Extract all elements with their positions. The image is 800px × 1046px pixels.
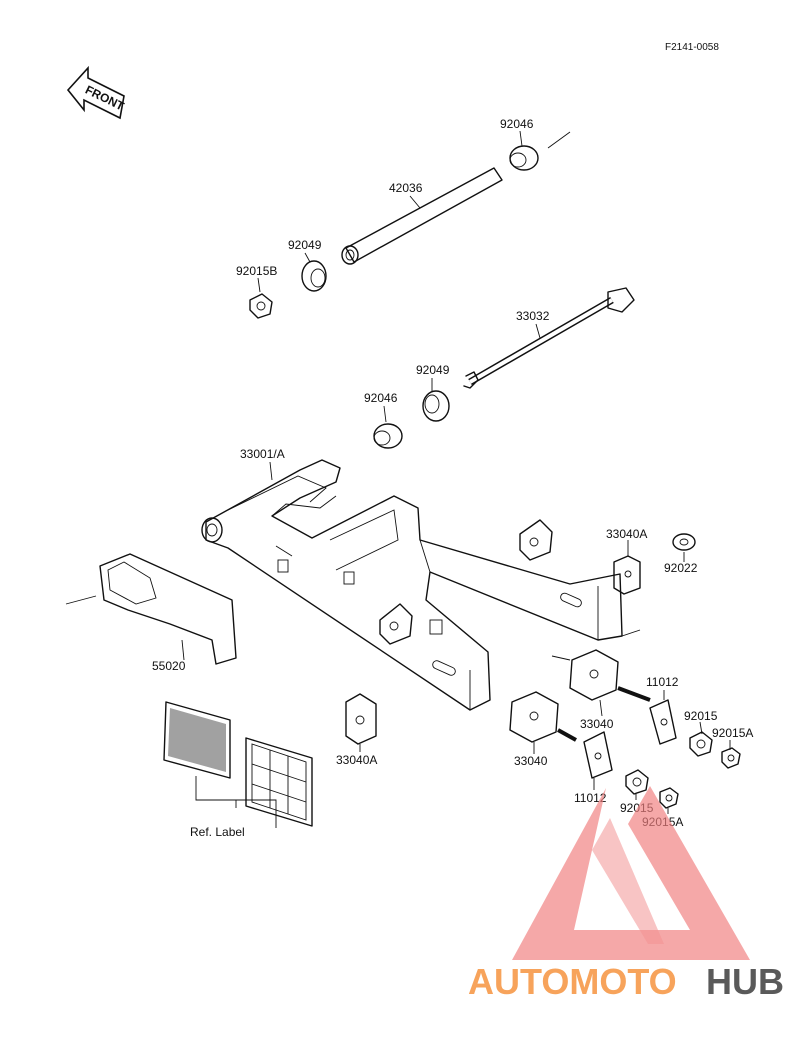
part-label-33032: 33032 [516, 309, 550, 323]
part-label-33040a-a: 33040A [606, 527, 647, 541]
automotohub-watermark-logo [512, 786, 750, 960]
reference-label-right [245, 737, 313, 827]
part-label-42036: 42036 [389, 181, 423, 195]
oil-seal-top [301, 260, 327, 292]
part-label-55020: 55020 [152, 659, 186, 673]
needle-bearing-lower [373, 423, 403, 449]
nut-92015-lower [625, 769, 649, 795]
adjuster-plate-upper [649, 699, 677, 745]
chain-adjuster-upper [551, 649, 651, 702]
part-label-33040-b: 33040 [514, 754, 548, 768]
part-label-11012-a: 11012 [646, 675, 679, 689]
part-label-11012-b: 11012 [574, 791, 607, 805]
swingarm-body [201, 459, 641, 711]
ref-label-text: Ref. Label [190, 825, 245, 839]
pivot-shaft [463, 287, 635, 389]
part-label-92015a-a: 92015A [712, 726, 753, 740]
nut-92015a-upper [721, 747, 741, 769]
part-label-92015b: 92015B [236, 264, 277, 278]
figure-code: F2141-0058 [665, 42, 719, 53]
chain-cover [65, 553, 237, 665]
watermark-text-automoto: AUTOMOTO [468, 961, 677, 1002]
part-label-92049-b: 92049 [416, 363, 450, 377]
pivot-sleeve [341, 167, 503, 265]
part-label-33001a: 33001/A [240, 447, 285, 461]
part-label-92022: 92022 [664, 561, 698, 575]
reference-label-left [163, 701, 231, 779]
oil-seal-lower [422, 390, 450, 422]
needle-bearing-top [509, 131, 571, 171]
part-label-92046-a: 92046 [500, 117, 534, 131]
nut-92015b [249, 293, 273, 319]
front-arrow-icon: FRONT [66, 65, 127, 120]
watermark-text-hub: HUB [706, 961, 784, 1002]
chain-adjuster-lower [509, 691, 577, 743]
part-label-92049-a: 92049 [288, 238, 322, 252]
adjuster-plate-lower [583, 731, 613, 779]
nut-92015-upper [689, 731, 713, 757]
part-label-92046-b: 92046 [364, 391, 398, 405]
chain-guide-bracket-b [345, 693, 377, 745]
part-label-92015-a: 92015 [684, 709, 718, 723]
nut-92015a-lower [659, 787, 679, 809]
washer-92022 [672, 533, 696, 551]
part-label-33040a-b: 33040A [336, 753, 377, 767]
part-label-33040-a: 33040 [580, 717, 614, 731]
